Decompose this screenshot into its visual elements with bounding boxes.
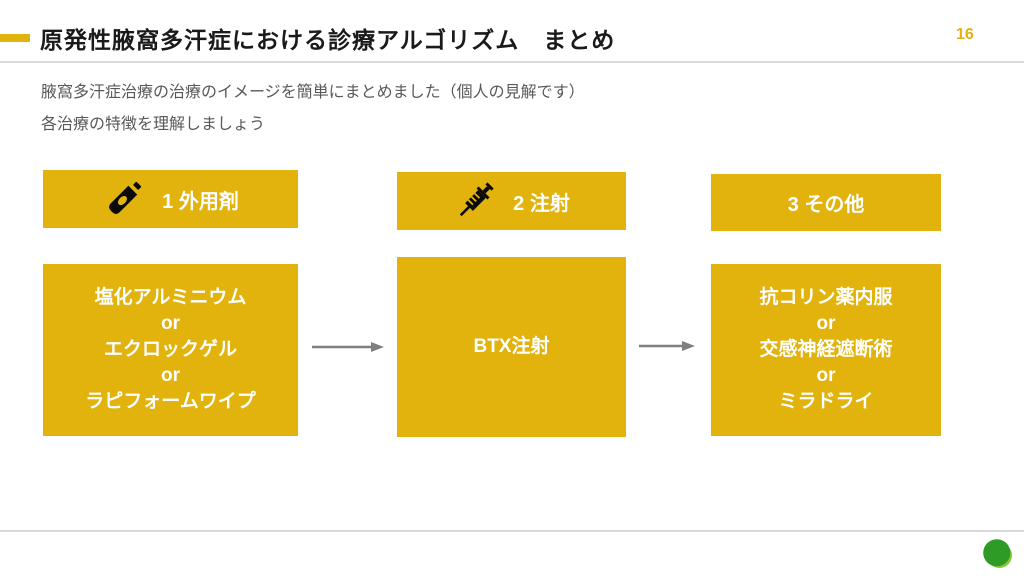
footer-divider [0,530,1024,532]
title-accent-bar [0,34,30,42]
header-label: 1 外用剤 [162,190,239,213]
header-label: 2 注射 [513,192,570,215]
option-line: 塩化アルミニウム [94,287,247,308]
page-title: 原発性腋窩多汗症における診療アルゴリズム まとめ [40,27,616,53]
option-line: BTX注射 [473,336,550,357]
option-or: or [816,313,836,334]
arrow-right-icon [312,342,384,352]
header-label: 3 その他 [787,194,865,216]
option-box-other: 抗コリン薬内服 or 交感神経遮断術 or ミラドライ [711,264,941,436]
syringe-icon [459,182,494,217]
header-box-injection: 2 注射 [397,172,626,230]
title-divider [0,61,1024,63]
subtitle-line-1: 腋窩多汗症治療の治療のイメージを簡単にまとめました（個人の見解です） [41,84,585,101]
option-line: ミラドライ [778,391,874,412]
header-box-topical: 1 外用剤 [43,170,298,228]
option-line: 抗コリン薬内服 [759,287,893,308]
option-box-injection: BTX注射 [397,257,626,437]
arrow-right-icon [639,341,695,351]
page-number: 16 [956,26,974,43]
option-line: ラピフォームワイプ [85,391,256,412]
option-line: エクロックゲル [103,339,237,360]
subtitle: 腋窩多汗症治療の治療のイメージを簡単にまとめました（個人の見解です） 各治療の特… [41,77,585,141]
option-or: or [161,365,180,386]
option-box-topical: 塩化アルミニウム or エクロックゲル or ラピフォームワイプ [43,264,298,436]
green-dot-logo [983,539,1012,568]
option-or: or [816,365,836,386]
option-or: or [161,313,180,334]
ointment-tube-icon [109,181,142,214]
subtitle-line-2: 各治療の特徴を理解しましょう [41,116,266,133]
option-line: 交感神経遮断術 [759,339,893,360]
header-box-other: 3 その他 [711,174,941,231]
